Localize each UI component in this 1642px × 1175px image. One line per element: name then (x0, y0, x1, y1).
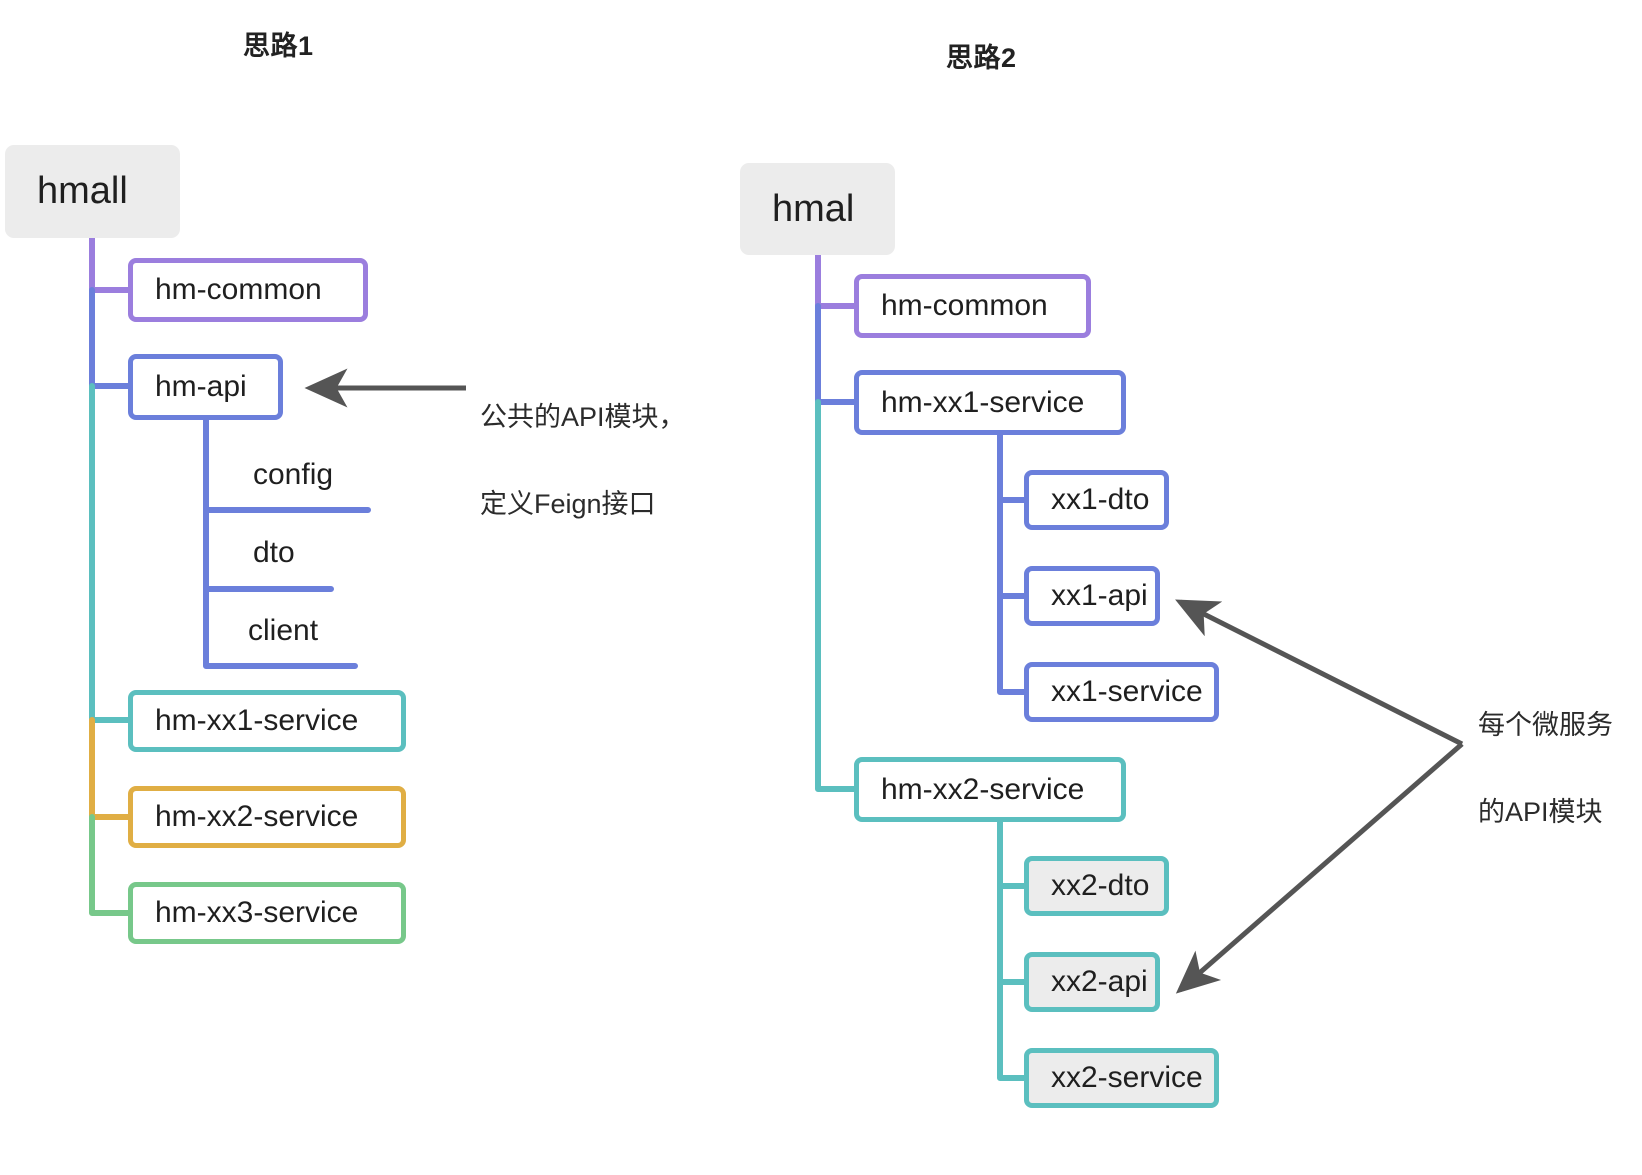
annotation-per-service-api-module: 每个微服务 的API模块 (1478, 660, 1613, 879)
p2-xx2-subtrunk (997, 819, 1027, 1081)
node-label: xx1-api (1051, 579, 1148, 612)
node-label: hm-xx2-service (155, 800, 359, 833)
node-hm-common-p1[interactable]: hm-common (128, 258, 368, 322)
p1-api-subtrunk (203, 417, 371, 669)
node-xx2-service[interactable]: xx2-service (1024, 1048, 1219, 1108)
node-xx1-service[interactable]: xx1-service (1024, 662, 1219, 722)
node-label: hm-xx2-service (881, 772, 1085, 806)
panel-title-2: 思路2 (946, 43, 1017, 73)
p2-trunk-teal (815, 399, 857, 792)
annotation-line-1: 每个微服务 (1478, 709, 1613, 740)
annotation-line-2: 定义Feign接口 (480, 489, 656, 520)
node-label: hm-xx1-service (155, 704, 359, 737)
annotation-line-1: 公共的API模块， (480, 401, 686, 432)
p2-annotation-arrow-xx1 (1175, 599, 1464, 747)
node-label: xx2-api (1051, 965, 1148, 998)
node-client[interactable]: client (248, 614, 319, 647)
p2-trunk-blue (815, 303, 857, 405)
p1-trunk-teal (89, 383, 131, 723)
node-xx1-dto[interactable]: xx1-dto (1024, 470, 1169, 530)
node-label: hm-common (155, 273, 322, 306)
node-label: xx1-service (1051, 675, 1203, 708)
node-hmal[interactable]: hmal (740, 163, 895, 255)
p1-trunk-purple (89, 235, 131, 293)
p2-annotation-arrow-xx2 (1175, 742, 1464, 994)
node-label: hm-xx1-service (881, 385, 1085, 419)
p2-trunk-purple (815, 252, 857, 309)
node-hm-api[interactable]: hm-api (128, 354, 283, 420)
node-hm-xx1-service-p2[interactable]: hm-xx1-service (854, 370, 1126, 435)
p2-xx1-subtrunk (997, 432, 1027, 695)
node-xx2-dto[interactable]: xx2-dto (1024, 856, 1169, 916)
p1-trunk-yellow (89, 717, 131, 820)
node-hm-xx2-service-p1[interactable]: hm-xx2-service (128, 786, 406, 848)
node-xx1-api[interactable]: xx1-api (1024, 566, 1160, 626)
node-hmall[interactable]: hmall (5, 145, 180, 238)
node-label: xx1-dto (1051, 483, 1150, 516)
node-label: xx2-service (1051, 1061, 1203, 1094)
node-hm-common-p2[interactable]: hm-common (854, 274, 1091, 338)
annotation-public-api-module: 公共的API模块， 定义Feign接口 (480, 352, 686, 571)
annotation-line-2: 的API模块 (1478, 797, 1603, 828)
node-hm-xx3-service-p1[interactable]: hm-xx3-service (128, 882, 406, 944)
node-label: hm-common (881, 289, 1048, 322)
p1-trunk-green (89, 814, 131, 916)
node-dto[interactable]: dto (253, 536, 295, 569)
p1-trunk-blue (89, 287, 131, 389)
node-label: xx2-dto (1051, 869, 1150, 902)
panel-title-1: 思路1 (243, 31, 314, 61)
node-hm-xx1-service-p1[interactable]: hm-xx1-service (128, 690, 406, 752)
node-label: hm-xx3-service (155, 896, 359, 929)
node-hm-xx2-service-p2[interactable]: hm-xx2-service (854, 757, 1126, 822)
node-config[interactable]: config (253, 458, 334, 491)
node-xx2-api[interactable]: xx2-api (1024, 952, 1160, 1012)
node-label: hm-api (155, 370, 247, 403)
node-label: hmall (37, 170, 128, 212)
node-label: hmal (772, 187, 855, 230)
